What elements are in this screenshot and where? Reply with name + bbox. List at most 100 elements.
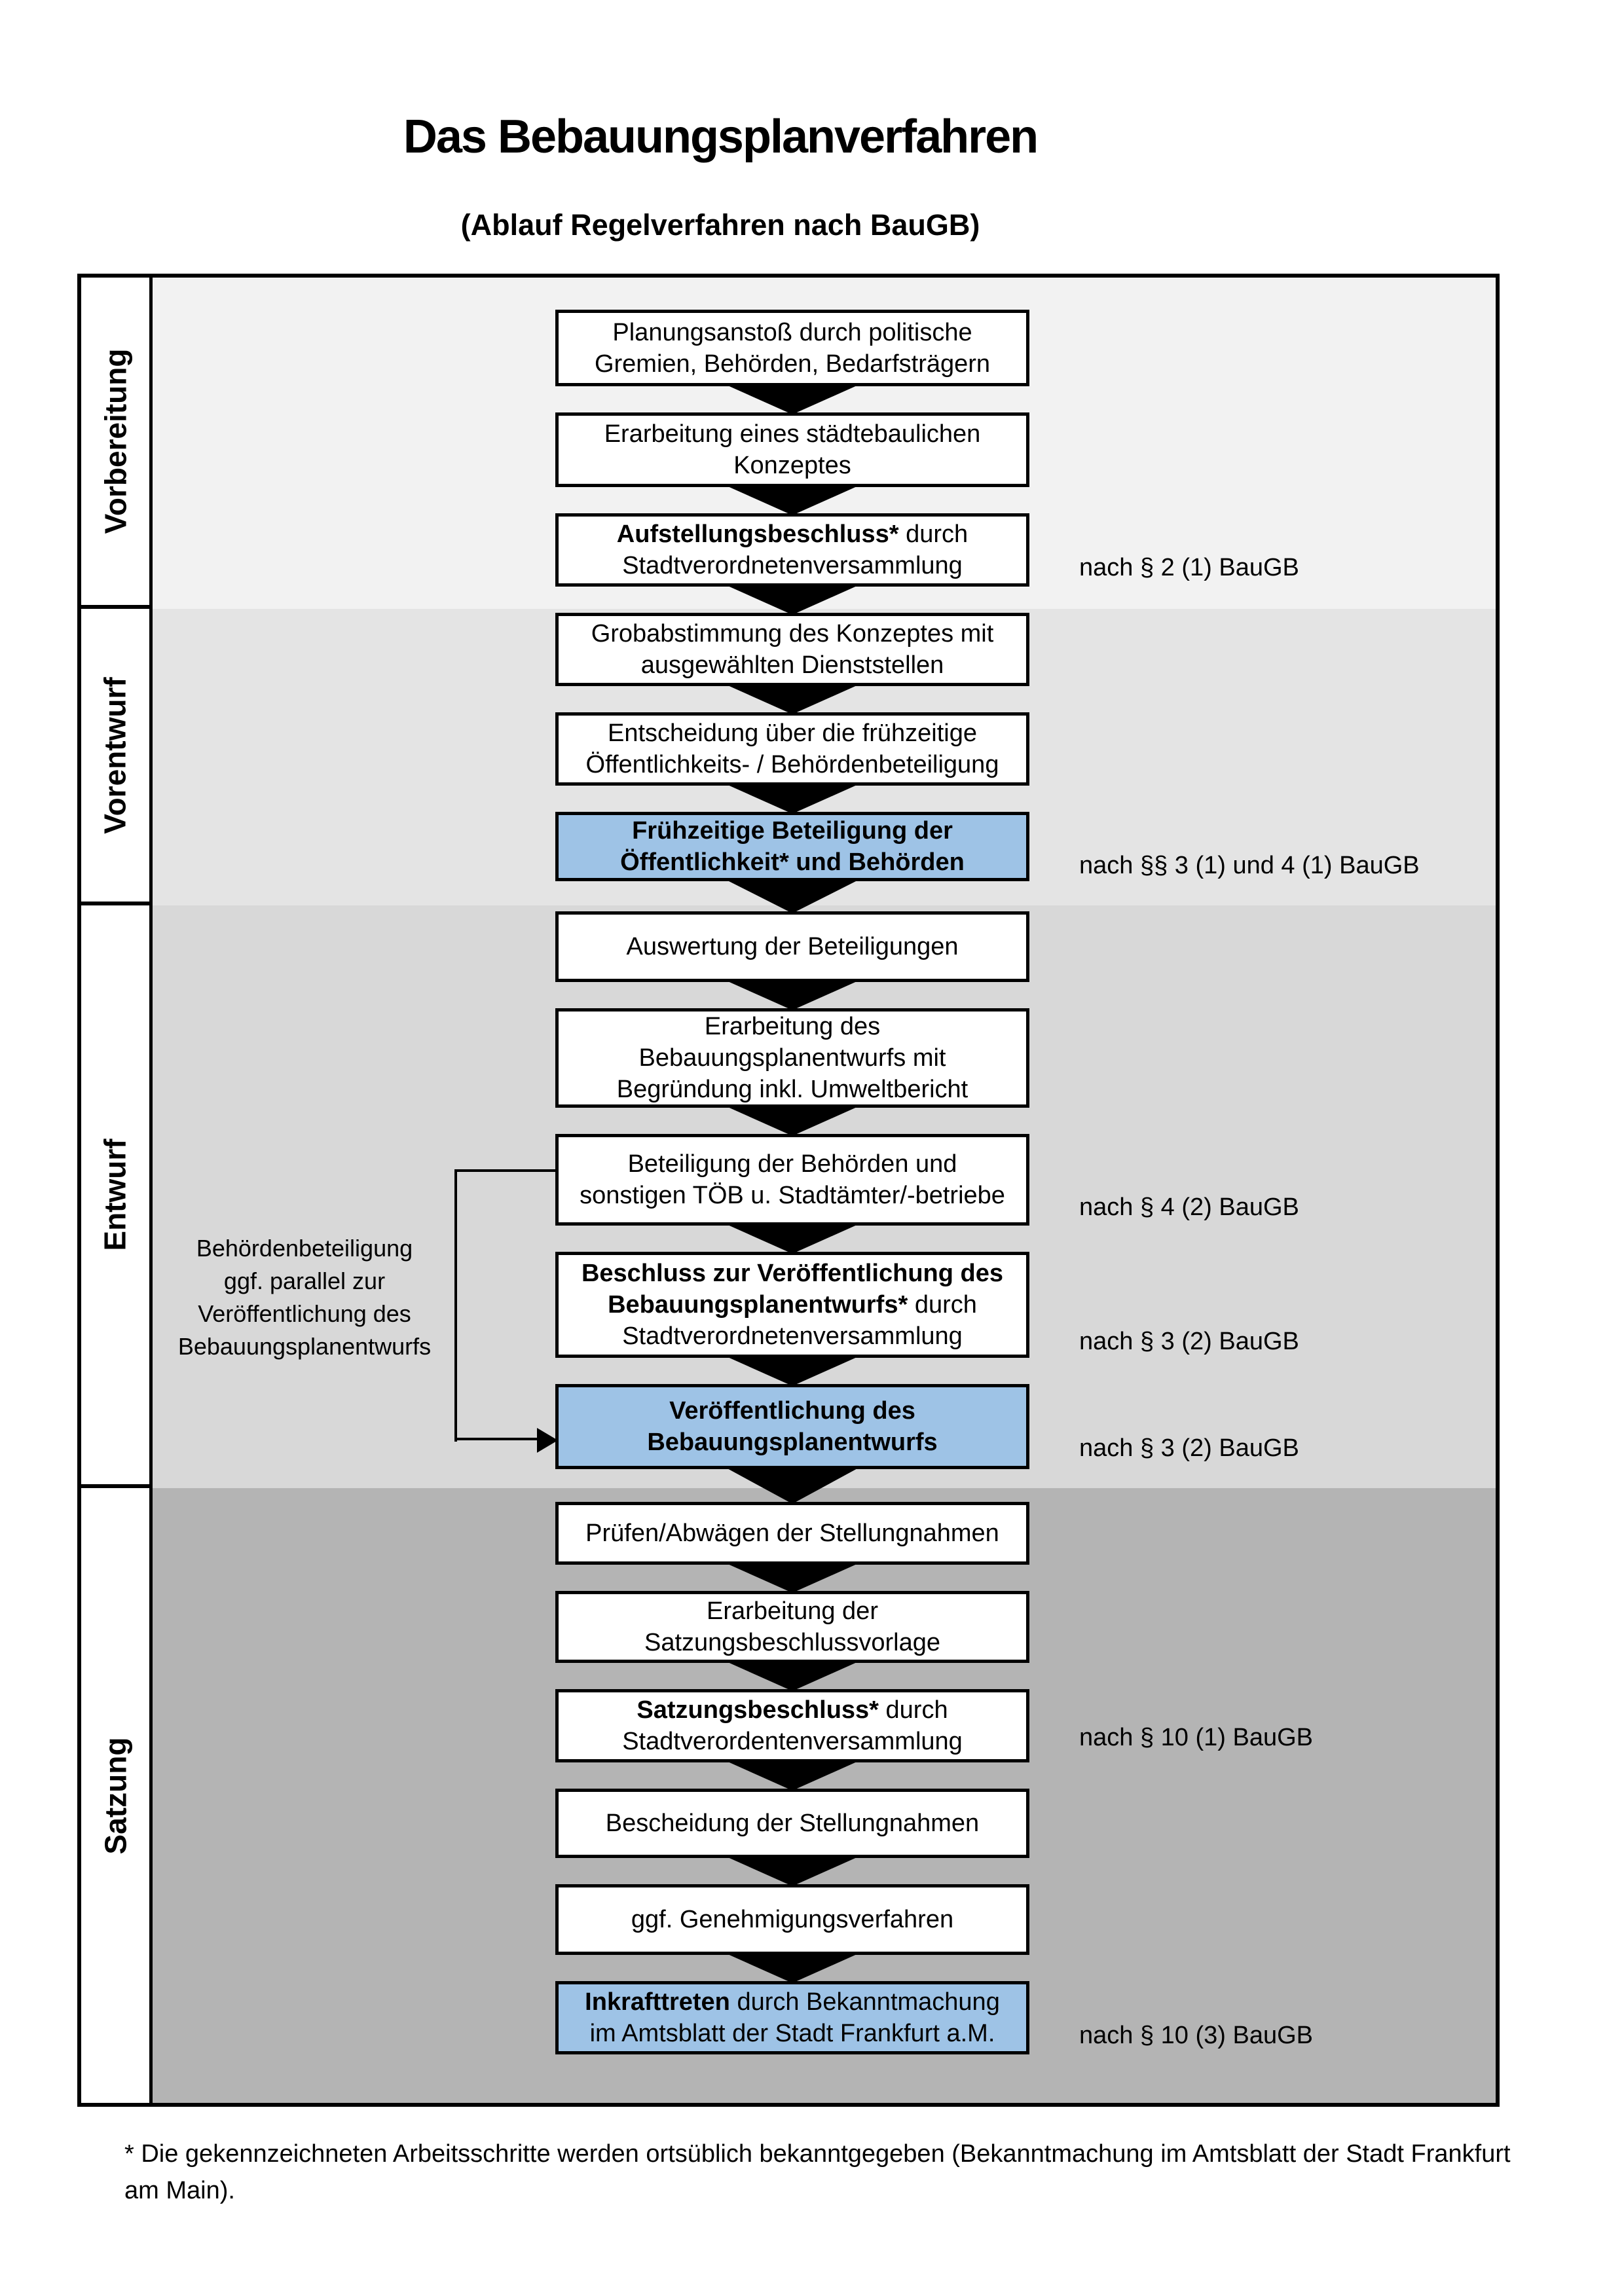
down-arrow-icon — [725, 1467, 860, 1504]
flow-box-line: Bebauungsplanentwurfs* durch — [608, 1289, 977, 1321]
flow-box-text: Stadtverordnetenversammlung — [622, 552, 963, 579]
flow-box-line: Beteiligung der Behörden und — [628, 1148, 957, 1180]
phase-label-satzung: Satzung — [98, 1737, 133, 1854]
down-arrow-icon — [725, 1760, 860, 1791]
flow-box-line: im Amtsblatt der Stadt Frankfurt a.M. — [590, 2018, 995, 2049]
down-arrow-icon — [725, 879, 860, 913]
flow-box-line: Erarbeitung eines städtebaulichen — [604, 418, 981, 450]
parallel-procedure-note-line: ggf. parallel zur — [223, 1267, 386, 1294]
down-arrow-icon — [725, 485, 860, 515]
parallel-procedure-note-line: Behördenbeteiligung — [196, 1235, 413, 1262]
law-note: nach § 10 (3) BauGB — [1079, 2022, 1313, 2049]
flow-box-text: Konzeptes — [733, 452, 851, 479]
flow-box-text: Grobabstimmung des Konzeptes mit — [591, 620, 994, 647]
parallel-connector-vertical-line — [454, 1169, 457, 1442]
flow-box-text: Gremien, Behörden, Bedarfsträgern — [594, 350, 991, 378]
law-note: nach § 4 (2) BauGB — [1079, 1194, 1299, 1221]
down-arrow-icon — [725, 1856, 860, 1886]
parallel-connector-top-line — [454, 1169, 555, 1172]
down-arrow-icon — [725, 684, 860, 714]
parallel-procedure-note-line: Bebauungsplanentwurfs — [177, 1333, 432, 1360]
flow-box-text: Aufstellungsbeschluss* — [616, 520, 899, 548]
flow-box-text: Entscheidung über die frühzeitige — [607, 720, 978, 747]
down-arrow-icon — [725, 980, 860, 1010]
flow-box-line: Auswertung der Beteiligungen — [626, 931, 958, 962]
flow-box-text: Bescheidung der Stellungnahmen — [605, 1810, 980, 1837]
flow-box-text: Erarbeitung eines städtebaulichen — [604, 420, 981, 448]
flow-box-text: Öffentlichkeit* und Behörden — [620, 848, 965, 876]
parallel-connector-bottom-line — [454, 1438, 540, 1440]
flow-box-auswertung-beteiligungen: Auswertung der Beteiligungen — [555, 911, 1029, 982]
flow-box-text: ggf. Genehmigungsverfahren — [631, 1906, 954, 1933]
flow-box-text: Bebauungsplanentwurfs mit — [638, 1044, 946, 1072]
flow-box-line: Öffentlichkeit* und Behörden — [620, 847, 965, 878]
flow-box-line: Gremien, Behörden, Bedarfsträgern — [595, 348, 990, 380]
flow-box-text: Satzungsbeschlussvorlage — [644, 1629, 941, 1656]
flow-box-line: ausgewählten Dienststellen — [641, 649, 944, 681]
flow-box-text: ausgewählten Dienststellen — [640, 651, 944, 679]
down-arrow-icon — [725, 1224, 860, 1254]
down-arrow-icon — [725, 1106, 860, 1136]
flow-box-text: Stadtverordnetenversammlung — [622, 1322, 963, 1350]
law-note: nach § 2 (1) BauGB — [1079, 554, 1299, 581]
flow-box-text: Prüfen/Abwägen der Stellungnahmen — [585, 1520, 999, 1547]
parallel-procedure-note-line: Veröffentlichung des — [198, 1300, 411, 1327]
down-arrow-icon — [725, 784, 860, 814]
flow-box-line: sonstigen TÖB u. Stadtämter/-betriebe — [580, 1180, 1005, 1211]
parallel-connector-arrowhead-icon — [537, 1428, 558, 1453]
flow-box-text: Erarbeitung des — [704, 1013, 881, 1040]
law-note: nach § 3 (2) BauGB — [1079, 1328, 1299, 1355]
flow-box-text: durch — [898, 520, 969, 548]
flow-box-text: Planungsanstoß durch politische — [612, 318, 972, 346]
flow-box-text: Öffentlichkeits- / Behördenbeteiligung — [585, 751, 999, 778]
flow-box-line: Inkrafttreten durch Bekanntmachung — [585, 1986, 1000, 2018]
flow-box-text: Auswertung der Beteiligungen — [626, 933, 959, 960]
flow-box-text: Beschluss zur Veröffentlichung des — [581, 1260, 1004, 1287]
down-arrow-icon — [725, 1356, 860, 1386]
flow-box-line: Grobabstimmung des Konzeptes mit — [591, 618, 994, 649]
flow-box-genehmigungsverfahren: ggf. Genehmigungsverfahren — [555, 1884, 1029, 1955]
flow-box-text: durch — [908, 1291, 977, 1319]
flow-box-line: Satzungsbeschluss* durch — [637, 1694, 948, 1726]
law-note: nach § 3 (2) BauGB — [1079, 1434, 1299, 1462]
flow-box-text: Bebauungsplanentwurfs* — [608, 1291, 908, 1319]
flow-box-bescheidung-stellungnahmen: Bescheidung der Stellungnahmen — [555, 1789, 1029, 1858]
flow-box-line: ggf. Genehmigungsverfahren — [631, 1904, 953, 1935]
flow-box-line: Beschluss zur Veröffentlichung des — [581, 1258, 1003, 1289]
phase-label-vorentwurf: Vorentwurf — [98, 676, 132, 834]
flow-box-line: Entscheidung über die frühzeitige — [608, 718, 977, 749]
flow-box-line: Prüfen/Abwägen der Stellungnahmen — [585, 1518, 999, 1549]
page-subtitle: (Ablauf Regelverfahren nach BauGB) — [460, 208, 980, 242]
phase-cell-satzung: Satzung — [81, 1488, 153, 2103]
flow-box-text: Inkrafttreten — [585, 1988, 730, 2016]
flow-box-line: Konzeptes — [733, 450, 851, 481]
flow-box-line: Erarbeitung des — [705, 1011, 880, 1042]
flow-box-text: Frühzeitige Beteiligung der — [632, 817, 953, 845]
flow-box-text: Erarbeitung der — [707, 1597, 878, 1625]
flow-box-line: Begründung inkl. Umweltbericht — [617, 1074, 969, 1105]
footnote: * Die gekennzeichneten Arbeitsschritte w… — [124, 2140, 1511, 2204]
flow-box-line: Bescheidung der Stellungnahmen — [606, 1808, 979, 1839]
flow-box-line: Frühzeitige Beteiligung der — [632, 815, 953, 847]
flow-box-line: Satzungsbeschlussvorlage — [644, 1627, 940, 1658]
flow-box-text: Satzungsbeschluss* — [637, 1696, 879, 1724]
phase-cell-vorbereitung: Vorbereitung — [81, 278, 153, 609]
flow-box-text: durch — [878, 1696, 948, 1724]
flow-box-text: durch Bekanntmachung — [729, 1988, 1000, 2016]
flow-box-text: Begründung inkl. Umweltbericht — [616, 1076, 969, 1103]
flow-box-line: Planungsanstoß durch politische — [612, 317, 972, 348]
down-arrow-icon — [725, 1563, 860, 1593]
flow-box-text: Veröffentlichung des — [669, 1397, 915, 1425]
